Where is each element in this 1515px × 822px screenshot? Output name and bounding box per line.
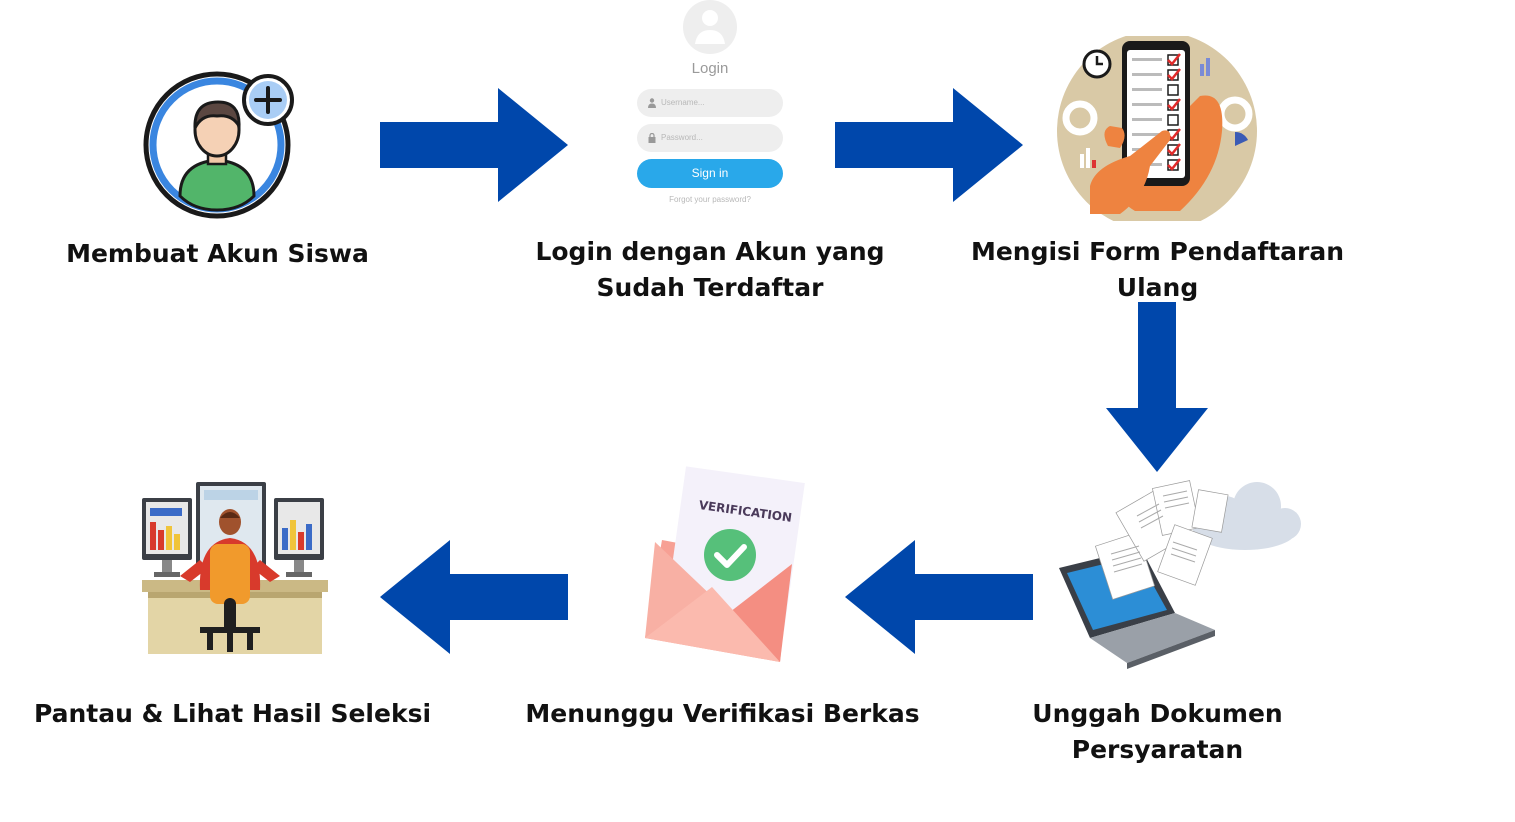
step-label-create-account: Membuat Akun Siswa <box>66 239 369 268</box>
login-avatar-icon <box>683 0 737 54</box>
lock-icon <box>648 133 656 143</box>
form-checklist-icon <box>1057 36 1257 221</box>
step-label-verification: Menunggu Verifikasi Berkas <box>525 699 920 728</box>
step-label-fill-form: Mengisi Form Pendaftaran Ulang <box>970 237 1345 302</box>
username-field: Username... <box>637 89 783 117</box>
username-placeholder: Username... <box>661 98 705 107</box>
verification-envelope-icon: VERIFICATION <box>645 466 805 662</box>
login-title: Login <box>691 60 729 77</box>
forgot-password-link: Forgot your password? <box>669 195 751 204</box>
arrow-right-icon <box>380 88 568 202</box>
password-field: Password... <box>637 124 783 152</box>
step-label-monitor-results: Pantau & Lihat Hasil Seleksi <box>33 699 432 728</box>
monitoring-desk-icon <box>142 482 328 654</box>
login-form-icon: Login Username... Password... Sign in Fo… <box>630 0 790 215</box>
arrow-right-icon <box>835 88 1023 202</box>
arrow-left-icon <box>845 540 1033 654</box>
arrow-left-icon <box>380 540 568 654</box>
user-icon <box>648 98 656 108</box>
add-user-icon <box>143 71 294 219</box>
sign-in-button: Sign in <box>637 159 783 188</box>
password-placeholder: Password... <box>661 133 703 142</box>
laptop-cloud-upload-icon <box>1059 480 1301 669</box>
arrow-down-icon <box>1106 302 1208 472</box>
step-label-upload: Unggah Dokumen Persyaratan <box>1032 699 1283 764</box>
step-label-login: Login dengan Akun yang Sudah Terdaftar <box>535 237 885 302</box>
